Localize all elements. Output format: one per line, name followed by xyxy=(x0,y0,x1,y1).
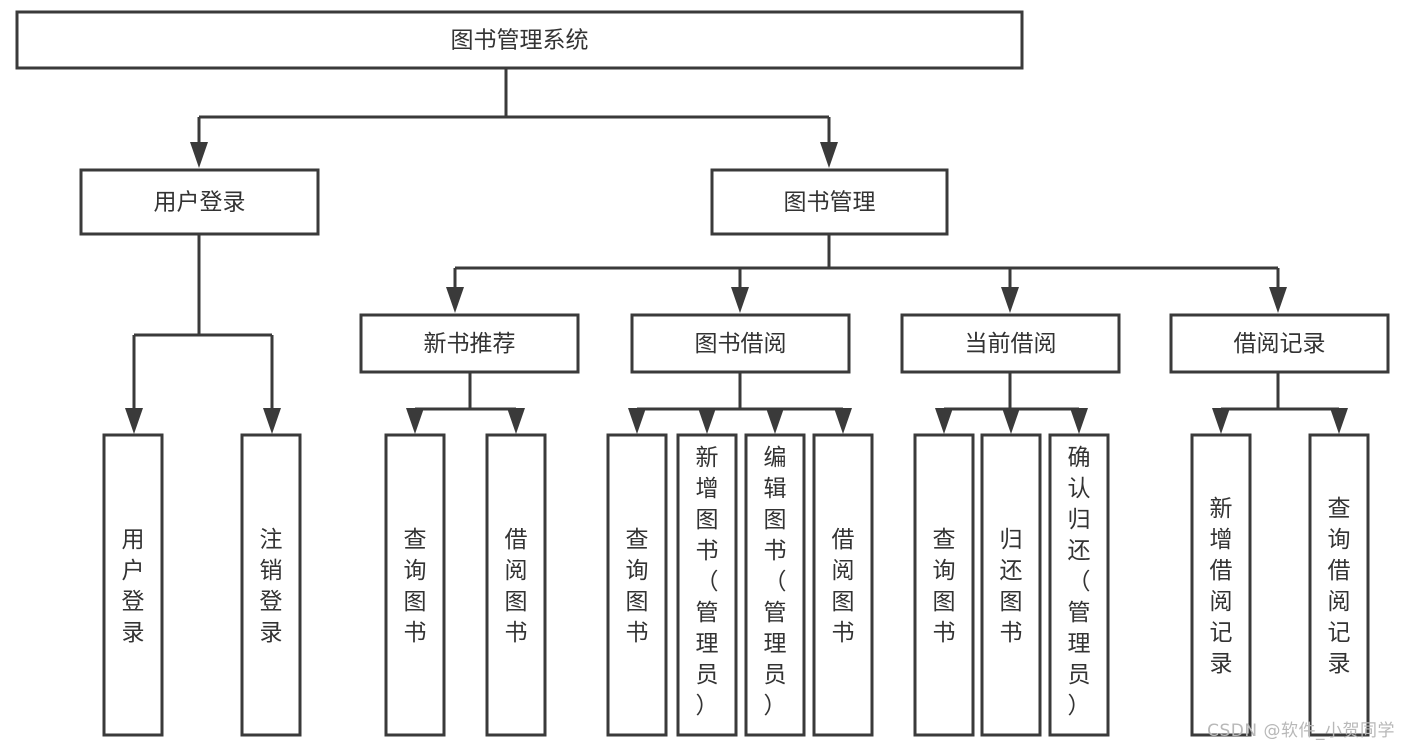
leaf-label: 归还图书 xyxy=(1000,527,1023,646)
level2-node[interactable]: 当前借阅 xyxy=(900,313,1121,374)
level2-label: 图书借阅 xyxy=(695,331,787,357)
leaf-label: 新增图书（管理员） xyxy=(696,445,719,719)
arrow-to-book-manage xyxy=(820,142,838,168)
level2-node[interactable]: 新书推荐 xyxy=(359,313,580,374)
node-layer: 图书管理系统用户登录图书管理新书推荐图书借阅当前借阅借阅记录用户登录注销登录查询… xyxy=(15,10,1390,737)
root-label: 图书管理系统 xyxy=(451,28,589,54)
level1-box[interactable] xyxy=(79,168,320,236)
arrow-to-leaf-logout xyxy=(263,408,281,434)
arrow-to-leaf-query-book-2 xyxy=(628,408,646,434)
level2-label: 当前借阅 xyxy=(965,331,1057,357)
leaf-node[interactable]: 归还图书 xyxy=(980,433,1042,737)
leaf-label: 借阅图书 xyxy=(832,527,855,646)
level2-node[interactable]: 图书借阅 xyxy=(630,313,851,374)
level2-box[interactable] xyxy=(900,313,1121,374)
leaf-label: 用户登录 xyxy=(122,527,145,646)
level1-label: 用户登录 xyxy=(154,190,246,216)
level2-label: 借阅记录 xyxy=(1234,331,1326,357)
leaf-box[interactable] xyxy=(744,433,806,737)
root-box[interactable] xyxy=(15,10,1024,70)
leaf-box[interactable] xyxy=(1308,433,1370,737)
arrow-to-leaf-add-record xyxy=(1212,408,1230,434)
level1-node[interactable]: 图书管理 xyxy=(710,168,949,236)
leaf-box[interactable] xyxy=(812,433,874,737)
leaf-node[interactable]: 确认归还（管理员） xyxy=(1048,433,1110,737)
leaf-node[interactable]: 编辑图书（管理员） xyxy=(744,433,806,737)
leaf-node[interactable]: 借阅图书 xyxy=(812,433,874,737)
arrow-to-leaf-confirm-return xyxy=(1070,408,1088,434)
leaf-label: 查询图书 xyxy=(626,527,649,646)
root-node[interactable]: 图书管理系统 xyxy=(15,10,1024,70)
arrow-to-leaf-edit-book xyxy=(766,408,784,434)
leaf-node[interactable]: 新增图书（管理员） xyxy=(676,433,738,737)
level2-box[interactable] xyxy=(359,313,580,374)
leaf-node[interactable]: 查询图书 xyxy=(384,433,446,737)
arrow-to-leaf-borrow-book-2 xyxy=(834,408,852,434)
level1-box[interactable] xyxy=(710,168,949,236)
level2-box[interactable] xyxy=(630,313,851,374)
arrow-to-leaf-add-book xyxy=(698,408,716,434)
arrow-to-record xyxy=(1269,287,1287,313)
leaf-label: 借阅图书 xyxy=(505,527,528,646)
leaf-node[interactable]: 注销登录 xyxy=(240,433,302,737)
watermark: CSDN @软件_小贺同学 xyxy=(1207,721,1395,741)
leaf-box[interactable] xyxy=(1048,433,1110,737)
leaf-box[interactable] xyxy=(384,433,446,737)
level2-node[interactable]: 借阅记录 xyxy=(1169,313,1390,374)
level1-node[interactable]: 用户登录 xyxy=(79,168,320,236)
leaf-label: 确认归还（管理员） xyxy=(1068,445,1091,719)
level2-label: 新书推荐 xyxy=(424,331,516,357)
leaf-node[interactable]: 用户登录 xyxy=(102,433,164,737)
leaf-box[interactable] xyxy=(1190,433,1252,737)
leaf-label: 查询图书 xyxy=(933,527,956,646)
arrow-to-leaf-user-login xyxy=(125,408,143,434)
arrow-to-leaf-borrow-book-1 xyxy=(507,408,525,434)
level1-label: 图书管理 xyxy=(784,190,876,216)
leaf-label: 编辑图书（管理员） xyxy=(764,445,787,719)
arrow-to-new-book xyxy=(446,287,464,313)
leaf-node[interactable]: 借阅图书 xyxy=(485,433,547,737)
arrow-to-leaf-return-book xyxy=(1002,408,1020,434)
leaf-label: 查询图书 xyxy=(404,527,427,646)
arrow-to-current xyxy=(1001,287,1019,313)
leaf-box[interactable] xyxy=(913,433,975,737)
arrow-to-leaf-query-record xyxy=(1330,408,1348,434)
leaf-box[interactable] xyxy=(606,433,668,737)
arrow-to-user-login xyxy=(190,142,208,168)
arrow-to-leaf-query-book-1 xyxy=(406,408,424,434)
leaf-box[interactable] xyxy=(102,433,164,737)
leaf-node[interactable]: 查询图书 xyxy=(606,433,668,737)
leaf-node[interactable]: 查询借阅记录 xyxy=(1308,433,1370,737)
leaf-box[interactable] xyxy=(676,433,738,737)
leaf-box[interactable] xyxy=(485,433,547,737)
level2-box[interactable] xyxy=(1169,313,1390,374)
arrow-to-borrow xyxy=(731,287,749,313)
leaf-label: 新增借阅记录 xyxy=(1210,496,1233,677)
leaf-box[interactable] xyxy=(980,433,1042,737)
arrow-to-leaf-query-book-3 xyxy=(935,408,953,434)
arrow-layer xyxy=(125,142,1348,434)
leaf-label: 注销登录 xyxy=(260,527,283,646)
leaf-label: 查询借阅记录 xyxy=(1328,496,1351,677)
leaf-box[interactable] xyxy=(240,433,302,737)
leaf-node[interactable]: 查询图书 xyxy=(913,433,975,737)
leaf-node[interactable]: 新增借阅记录 xyxy=(1190,433,1252,737)
